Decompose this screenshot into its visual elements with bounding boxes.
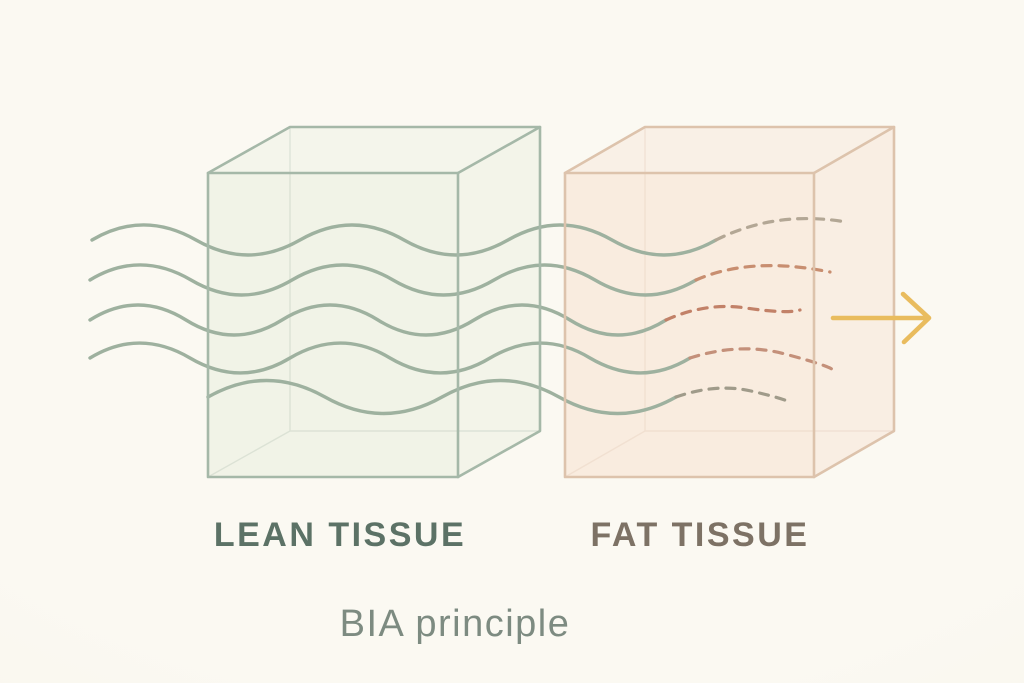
fat-cube-edges xyxy=(563,125,896,479)
current-wave-2 xyxy=(88,263,698,297)
impeded-wave-1 xyxy=(714,217,848,242)
flow-arrow-icon xyxy=(830,291,932,345)
fat-cube-top-face xyxy=(565,127,894,173)
fat-tissue-cube xyxy=(564,127,894,478)
lean-cube-front-face xyxy=(208,173,458,477)
fat-cube-right-face xyxy=(814,127,894,477)
lean-cube-faces xyxy=(208,127,540,477)
fat-tissue-label: FAT TISSUE xyxy=(591,516,810,554)
current-wave-3 xyxy=(88,303,668,337)
lean-cube-right-face xyxy=(458,127,540,477)
current-waves-solid xyxy=(88,223,718,416)
lean-tissue-cube xyxy=(207,127,540,478)
diagram-caption: BIA principle xyxy=(340,603,571,645)
fat-cube-hidden-edges xyxy=(564,127,894,478)
current-wave-1 xyxy=(90,223,718,257)
fat-cube-faces xyxy=(565,127,894,477)
current-wave-5 xyxy=(206,378,678,416)
impeded-wave-4 xyxy=(688,347,835,372)
lean-cube-edges xyxy=(206,125,542,479)
lean-cube-top-face xyxy=(208,127,540,173)
current-wave-4 xyxy=(88,341,692,375)
impeded-wave-5 xyxy=(674,386,793,405)
lean-cube-hidden-edges xyxy=(207,127,540,478)
lean-tissue-label: LEAN TISSUE xyxy=(214,516,466,554)
impeded-wave-3 xyxy=(664,304,802,322)
